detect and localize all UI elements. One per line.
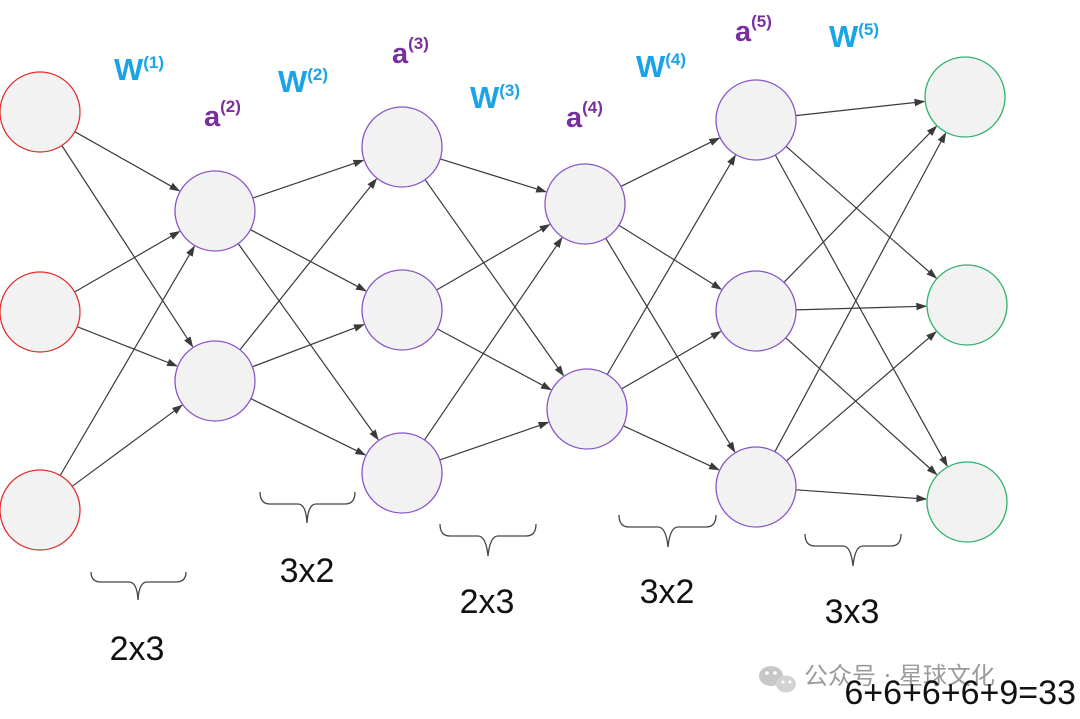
brace-3 <box>439 523 537 557</box>
edge-l5-n1-to-n1 <box>795 98 926 117</box>
weight-label-w1: W(1) <box>114 52 164 87</box>
edge-l1-n2-to-n2 <box>76 326 178 367</box>
edge-l3-n2-to-n2 <box>437 328 552 391</box>
edge-l4-n1-to-n2 <box>618 224 723 290</box>
edge-l3-n1-to-n1 <box>440 158 547 193</box>
edge-l3-n1-to-n2 <box>424 179 565 377</box>
hidden-neuron-layer3-3 <box>361 432 443 514</box>
dimension-label-1: 2x3 <box>110 630 165 668</box>
hidden-neuron-layer3-1 <box>361 106 443 188</box>
edge-l1-n3-to-n1 <box>59 245 195 476</box>
input-neuron-layer1-3 <box>0 469 81 551</box>
edge-l1-n1-to-n2 <box>61 145 194 348</box>
input-neuron-layer1-1 <box>0 71 81 153</box>
connections <box>59 98 948 503</box>
brace-5 <box>804 533 902 567</box>
activation-label-a3: a(3) <box>392 34 429 70</box>
hidden-neuron-layer5-1 <box>715 79 797 161</box>
total-parameter-count: 6+6+6+6+9=33 <box>844 674 1076 712</box>
output-neuron-layer6-1 <box>924 56 1006 138</box>
activation-label-a5: a(5) <box>735 12 772 48</box>
input-neuron-layer1-2 <box>0 271 81 353</box>
edge-l5-n1-to-n3 <box>774 154 948 468</box>
edge-l5-n3-to-n2 <box>785 331 937 462</box>
edge-l5-n3-to-n1 <box>774 132 947 452</box>
neurons <box>0 56 1008 551</box>
edge-l3-n3-to-n2 <box>439 421 550 461</box>
output-neuron-layer6-3 <box>926 461 1008 543</box>
edge-l5-n2-to-n3 <box>785 337 938 476</box>
brace-2 <box>259 491 356 524</box>
hidden-neuron-layer5-2 <box>715 270 797 352</box>
weight-label-w2: W(2) <box>278 64 328 99</box>
dimension-label-4: 3x2 <box>640 573 695 611</box>
hidden-neuron-layer5-3 <box>715 446 797 528</box>
edge-l4-n2-to-n3 <box>623 425 720 471</box>
edge-l4-n1-to-n1 <box>620 137 721 187</box>
edge-l2-n2-to-n2 <box>252 324 365 368</box>
dimension-label-5: 3x3 <box>825 593 880 631</box>
edge-l4-n2-to-n1 <box>606 154 736 375</box>
edge-l2-n1-to-n3 <box>237 243 379 441</box>
edge-l2-n2-to-n1 <box>239 178 378 351</box>
brace-1 <box>90 571 187 601</box>
output-neuron-layer6-2 <box>926 264 1008 346</box>
edge-l4-n1-to-n3 <box>605 237 736 453</box>
edge-l5-n2-to-n2 <box>795 302 928 311</box>
edge-l3-n3-to-n1 <box>424 237 563 441</box>
edge-l1-n1-to-n1 <box>74 131 181 192</box>
edge-l2-n1-to-n2 <box>250 229 367 292</box>
edge-l2-n2-to-n3 <box>250 398 367 456</box>
edge-l4-n2-to-n2 <box>621 331 722 390</box>
weight-label-w5: W(5) <box>829 19 879 54</box>
dimension-label-2: 3x2 <box>280 552 335 590</box>
wechat-icon <box>759 666 796 693</box>
edge-l2-n1-to-n1 <box>252 159 365 199</box>
dimension-label-3: 2x3 <box>460 583 515 621</box>
hidden-neuron-layer4-2 <box>546 368 628 450</box>
weight-label-w3: W(3) <box>470 80 520 115</box>
weight-label-w4: W(4) <box>636 49 686 84</box>
hidden-neuron-layer3-2 <box>361 269 443 351</box>
hidden-neuron-layer4-1 <box>544 163 626 245</box>
edge-l5-n3-to-n3 <box>795 489 928 503</box>
hidden-neuron-layer2-2 <box>174 340 256 422</box>
activation-label-a4: a(4) <box>566 98 603 134</box>
activation-label-a2: a(2) <box>204 97 241 133</box>
hidden-neuron-layer2-1 <box>174 170 256 252</box>
watermark-text: 公众号 · 星球文化 <box>804 662 995 690</box>
edge-l5-n1-to-n2 <box>785 145 938 279</box>
brace-4 <box>618 514 717 548</box>
edge-l3-n2-to-n1 <box>436 224 551 291</box>
edge-l5-n2-to-n1 <box>783 125 938 283</box>
edge-l1-n3-to-n2 <box>71 404 183 487</box>
edge-l1-n2-to-n1 <box>74 230 181 293</box>
